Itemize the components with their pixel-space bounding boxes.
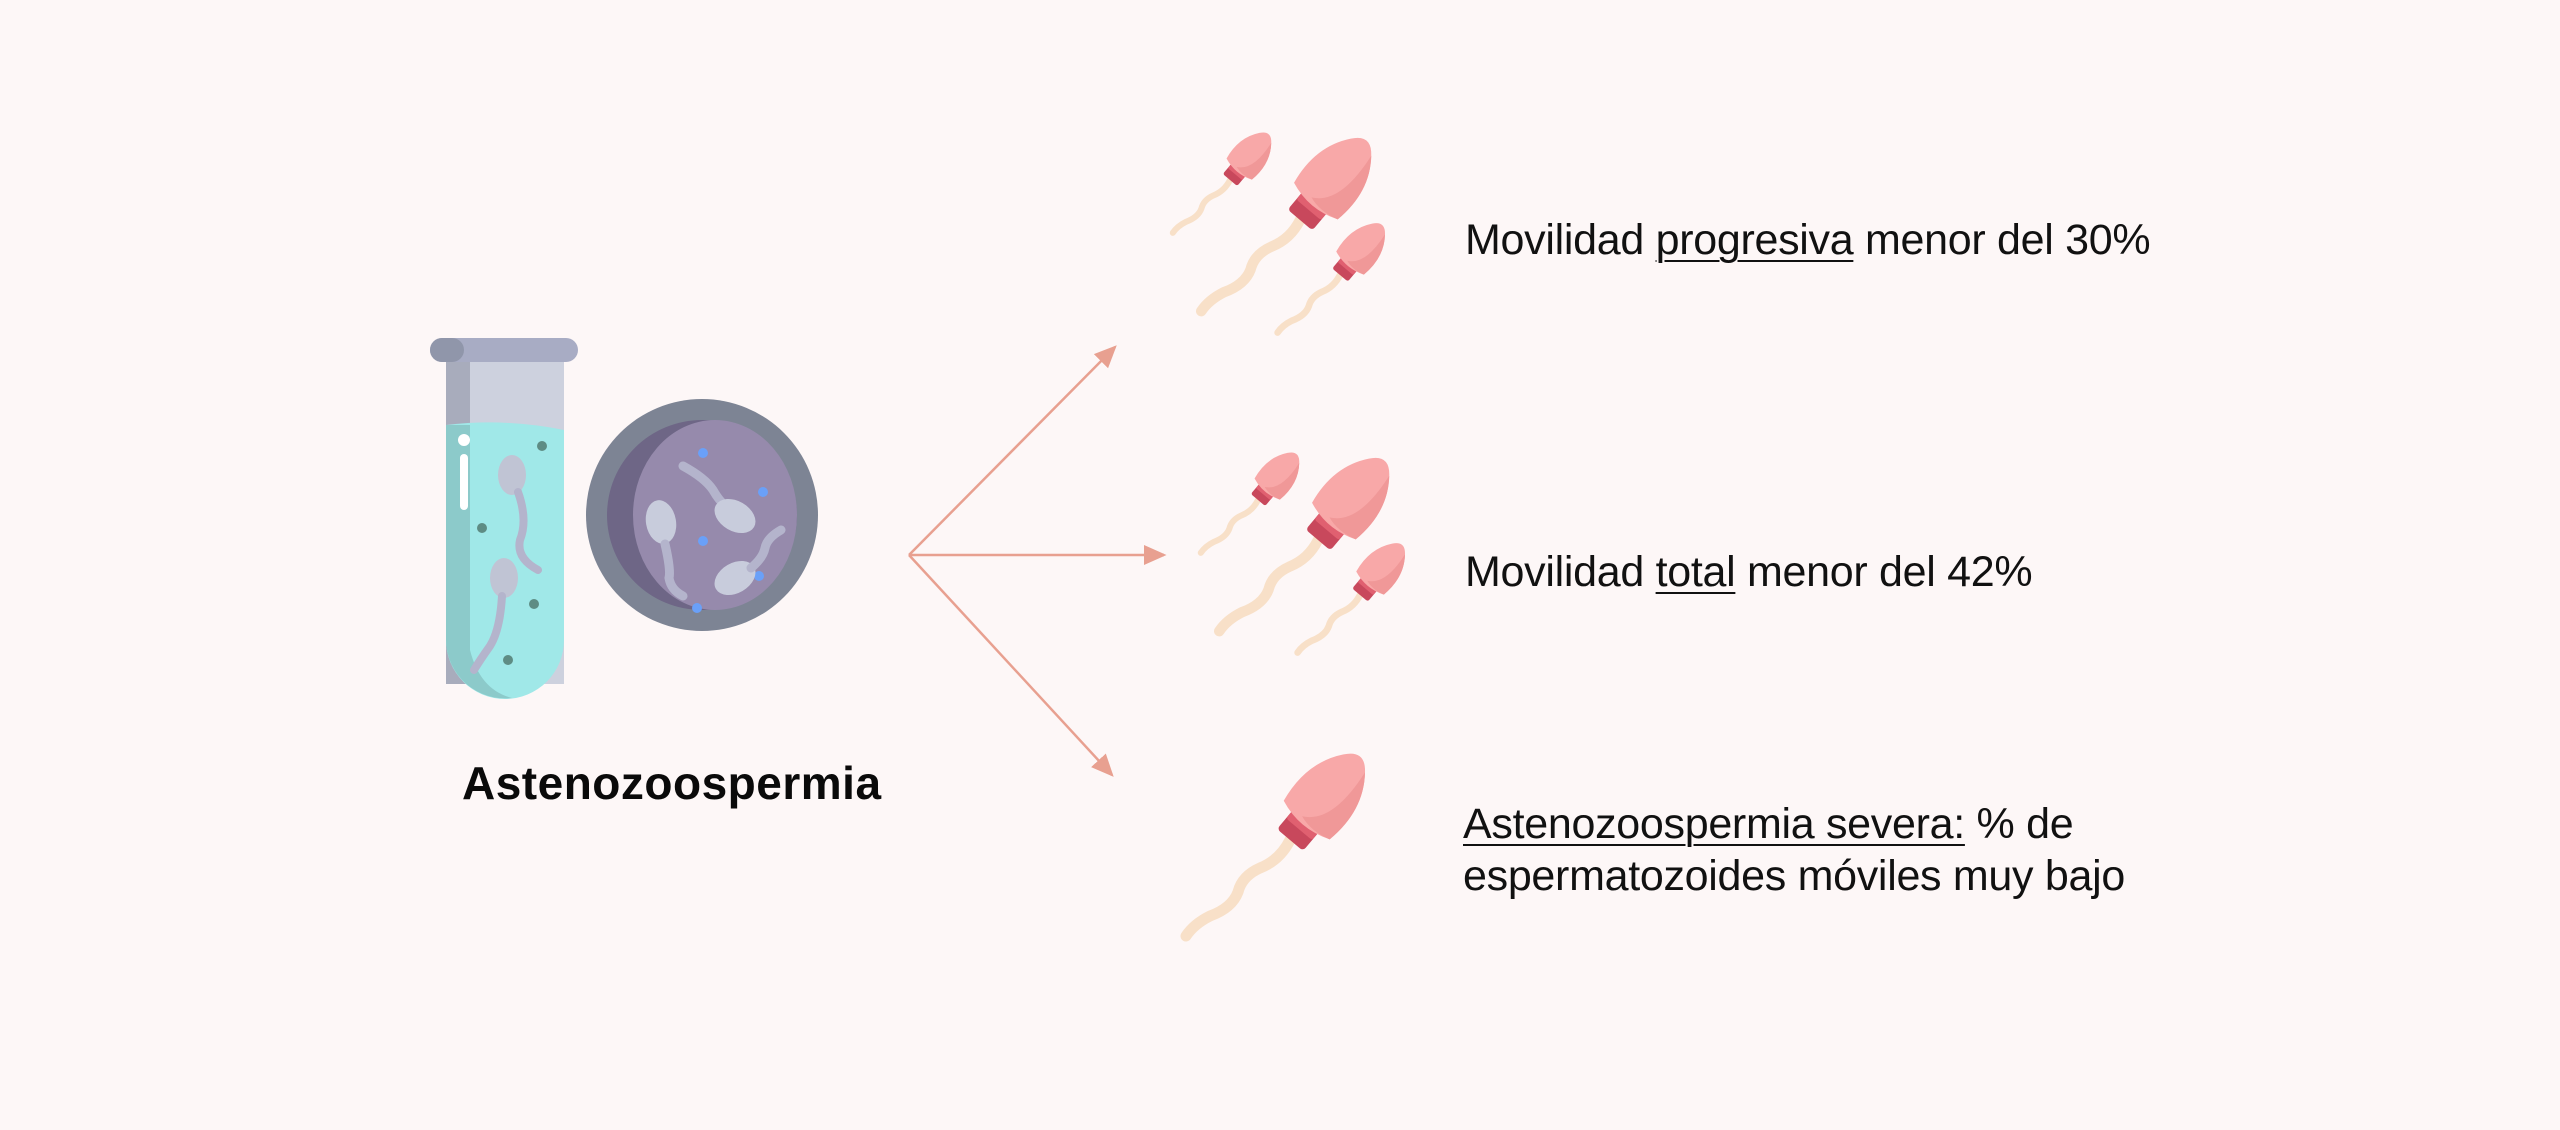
single-sperm-icon (1150, 730, 1410, 970)
three-sperm-icon (1170, 430, 1470, 690)
underlined-term: progresiva (1655, 216, 1854, 264)
underlined-term: Astenozoospermia severa: (1463, 800, 1965, 848)
branching-arrows (908, 345, 1167, 777)
arrow-down (908, 554, 1114, 777)
description-progressive-motility: Movilidad progresiva menor del 30% (1465, 216, 2151, 264)
description-total-motility: Movilidad total menor del 42% (1465, 548, 2033, 596)
arrow-up (908, 345, 1117, 556)
petri-dish-icon (586, 399, 818, 631)
underlined-term: total (1655, 548, 1736, 596)
diagram-title: Astenozoospermia (462, 757, 882, 809)
three-sperm-icon (1150, 100, 1450, 360)
test-tube-icon (430, 338, 578, 699)
